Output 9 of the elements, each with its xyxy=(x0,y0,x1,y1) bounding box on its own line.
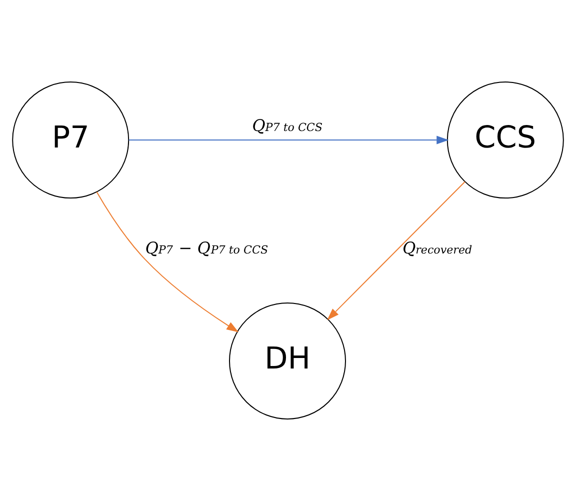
edge-label: QP7 to CCS xyxy=(252,116,323,135)
node-circle: DH xyxy=(228,302,346,420)
node-circle: P7 xyxy=(12,82,130,199)
edge-label: Qrecovered xyxy=(402,238,472,258)
edge-label: QP7 − QP7 to CCS xyxy=(145,238,268,258)
arrow xyxy=(96,192,239,332)
node-circle: CCS xyxy=(446,82,564,199)
arrow xyxy=(128,136,449,144)
arrow xyxy=(327,181,466,320)
